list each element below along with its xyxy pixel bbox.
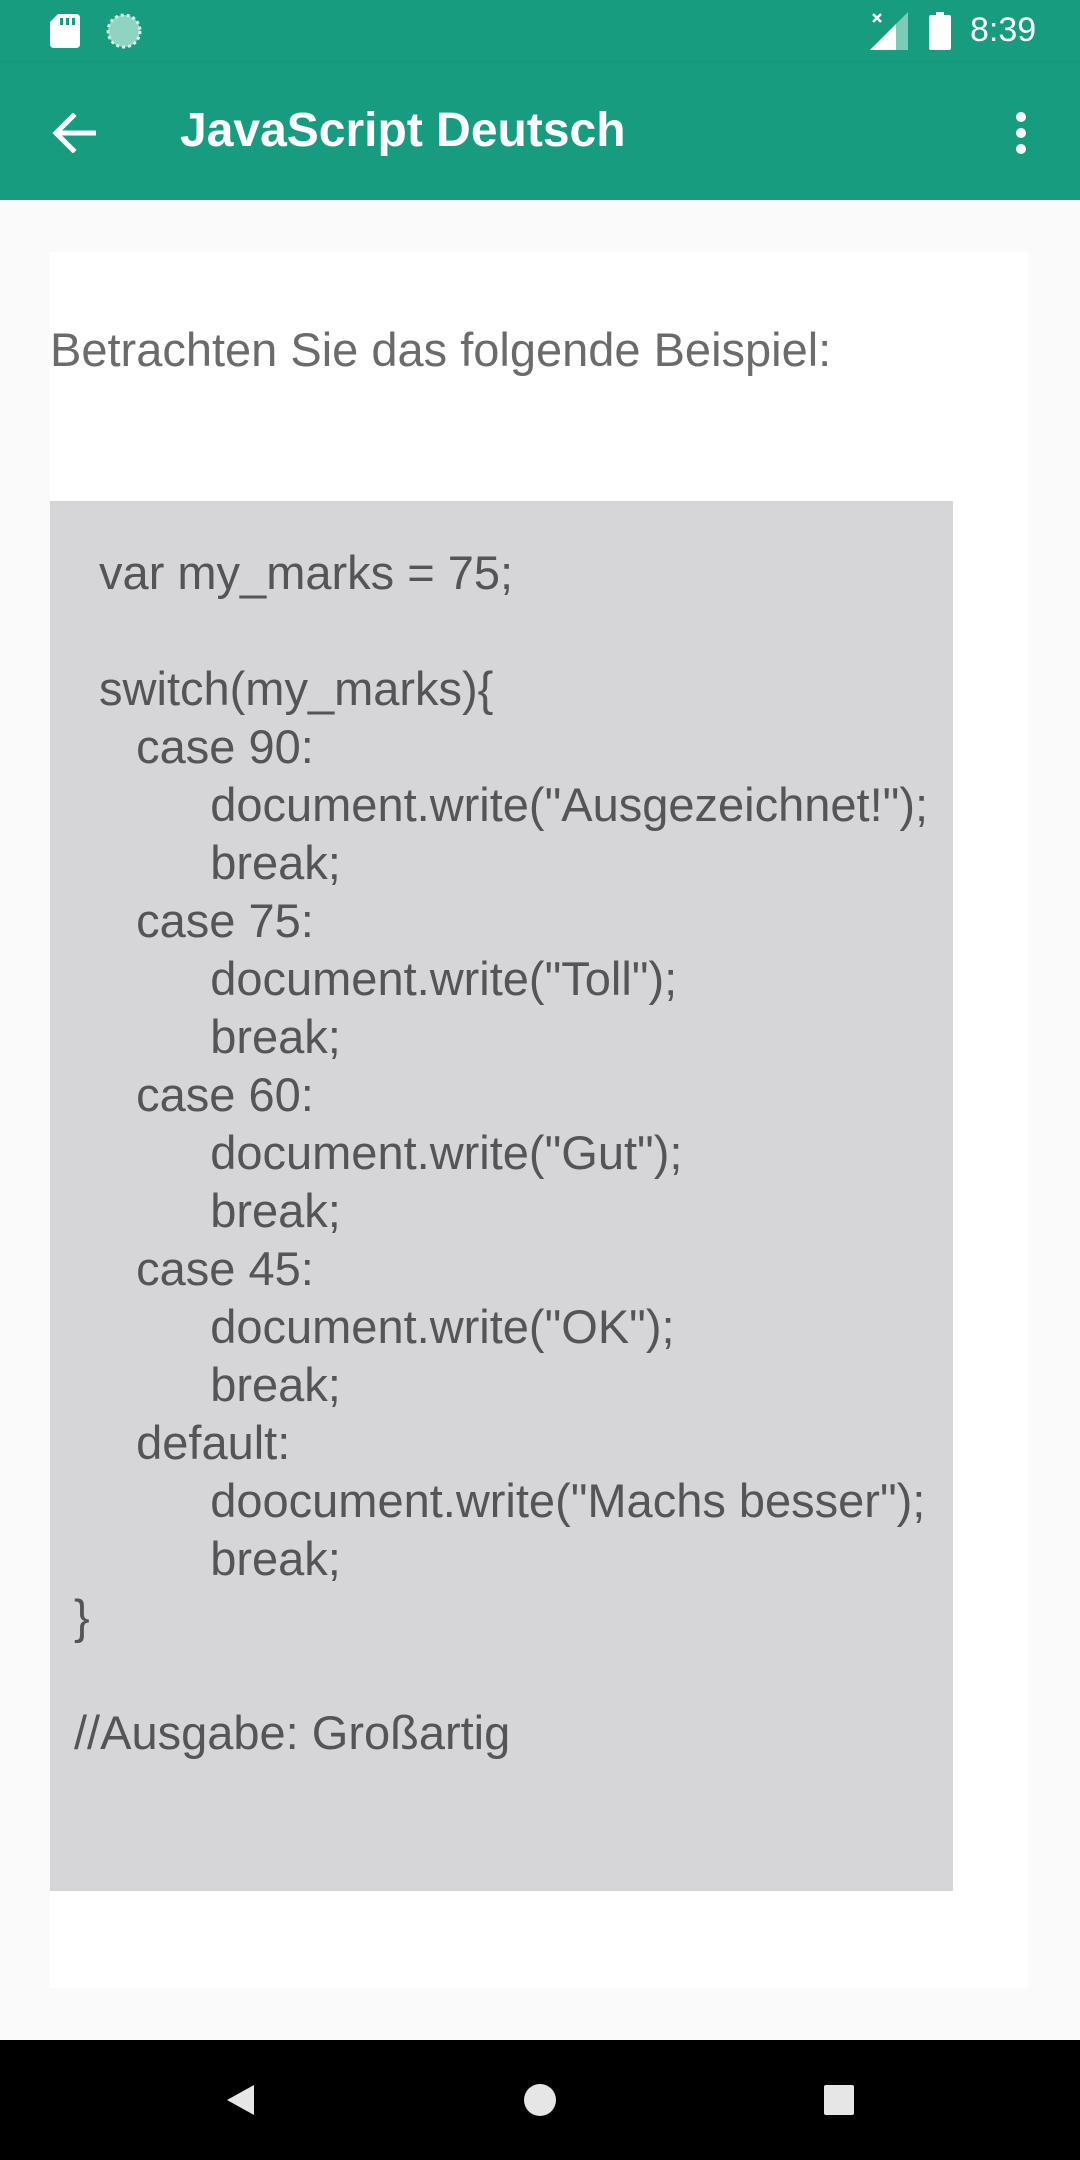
back-button[interactable] (34, 93, 114, 173)
code-line: case 90: (110, 720, 314, 773)
code-line: //Ausgabe: Großartig (74, 1706, 511, 1759)
code-line: break; (158, 1532, 341, 1585)
app-bar: JavaScript Deutsch (0, 63, 1080, 200)
code-line: break; (158, 1358, 341, 1411)
nav-recents-button[interactable] (799, 2060, 879, 2140)
lesson-card: Betrachten Sie das folgende Beispiel: va… (50, 252, 1028, 1988)
nav-home-button[interactable] (500, 2060, 580, 2140)
navigation-bar (0, 2040, 1080, 2160)
battery-icon (929, 12, 951, 50)
status-bar: 8:39 (0, 0, 1080, 63)
page-title: JavaScript Deutsch (180, 104, 626, 157)
more-vertical-icon (1016, 112, 1026, 154)
sd-card-icon (50, 14, 80, 48)
code-line: document.write("Gut"); (158, 1126, 683, 1179)
code-line: case 75: (110, 894, 314, 947)
code-line: doocument.write("Machs besser"); (158, 1474, 926, 1527)
code-line: break; (158, 836, 341, 889)
code-line: document.write("Toll"); (158, 952, 678, 1005)
code-line: document.write("OK"); (158, 1300, 675, 1353)
code-line: document.write("Ausgezeichnet!"); (158, 778, 929, 831)
more-options-button[interactable] (986, 95, 1056, 171)
code-line: case 60: (110, 1068, 314, 1121)
nav-back-button[interactable] (200, 2060, 280, 2140)
home-circle-icon (524, 2084, 556, 2116)
code-line: break; (158, 1010, 341, 1063)
code-line: default: (110, 1416, 291, 1469)
content-area[interactable]: Betrachten Sie das folgende Beispiel: va… (0, 200, 1080, 2040)
code-block: var my_marks = 75; switch(my_marks){ cas… (50, 501, 953, 1891)
sync-icon (106, 13, 142, 49)
back-triangle-icon (227, 2085, 254, 2115)
code-line: switch(my_marks){ (86, 662, 494, 715)
recents-square-icon (824, 2085, 854, 2115)
signal-no-data-icon (870, 12, 908, 50)
code-line: var my_marks = 75; (86, 546, 514, 599)
status-time: 8:39 (970, 11, 1037, 49)
code-line: break; (158, 1184, 341, 1237)
code-line: case 45: (110, 1242, 314, 1295)
arrow-left-icon (52, 113, 96, 153)
code-line: } (74, 1590, 90, 1643)
intro-text: Betrachten Sie das folgende Beispiel: (50, 323, 832, 376)
